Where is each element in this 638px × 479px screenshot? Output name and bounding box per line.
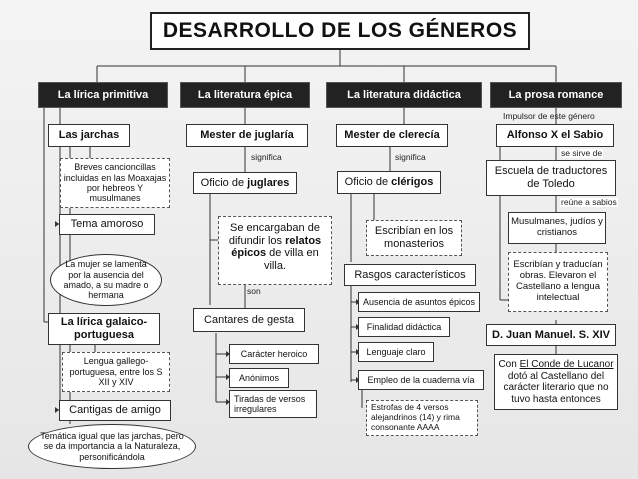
mester-juglaria-box: Mester de juglaría — [186, 124, 308, 147]
anonimos-box: Anónimos — [229, 368, 289, 388]
oficio-juglares-bold: juglares — [247, 176, 290, 189]
oficio-juglares-prefix: Oficio de — [200, 176, 248, 189]
header-literatura-didactica: La literatura didáctica — [326, 82, 482, 108]
finalidad-didactica-box: Finalidad didáctica — [358, 317, 450, 337]
escribian-traducian-description: Escribían y traducían obras. Elevaron el… — [508, 252, 608, 312]
escuela-traductores-box: Escuela de traductores de Toledo — [486, 160, 616, 196]
header-prosa-romance: La prosa romance — [490, 82, 622, 108]
impulsor-label: Impulsor de este género — [503, 111, 595, 121]
significa-label-didactica: significa — [395, 152, 426, 162]
caracter-heroico-box: Carácter heroico — [229, 344, 319, 364]
tematica-oval: Temática igual que las jarchas, pero se … — [28, 424, 196, 469]
conde-suffix: dotó al Castellano del carácter literari… — [503, 370, 609, 405]
estrofas-description: Estrofas de 4 versos alejandrinos (14) y… — [366, 400, 478, 436]
mujer-lamenta-oval: La mujer se lamenta por la ausencia del … — [50, 254, 162, 306]
oficio-juglares-box: Oficio de juglares — [193, 172, 297, 194]
encargaban-description: Se encargaban de difundir los relatos ép… — [218, 216, 332, 285]
conde-lucanor-description: Con El Conde de Lucanor dotó al Castella… — [494, 354, 618, 410]
header-literatura-epica: La literatura épica — [180, 82, 310, 108]
conde-lucanor-link[interactable]: El Conde de Lucanor — [519, 359, 614, 370]
ausencia-asuntos-epicos-box: Ausencia de asuntos épicos — [358, 292, 480, 312]
lirica-galaico-portuguesa-box: La lírica galaico-portuguesa — [48, 313, 160, 345]
encargaban-text-2: de villa en villa. — [263, 247, 319, 272]
alfonso-x-box: Alfonso X el Sabio — [496, 124, 614, 147]
lenguaje-claro-box: Lenguaje claro — [358, 342, 434, 362]
escribian-monasterios-description: Escribían en los monasterios — [366, 220, 462, 256]
juan-manuel-box: D. Juan Manuel. S. XIV — [486, 324, 616, 346]
rasgos-caracteristicos-box: Rasgos característicos — [344, 264, 476, 286]
musulmanes-judios-cristianos-box: Musulmanes, judíos y cristianos — [508, 212, 606, 244]
cantigas-de-amigo-box: Cantigas de amigo — [59, 400, 171, 421]
oficio-clerigos-box: Oficio de clérigos — [337, 171, 441, 194]
encargaban-bold: relatos épicos — [231, 234, 322, 260]
tiradas-versos-box: Tiradas de versos irregulares — [229, 390, 317, 418]
conde-prefix: Con — [498, 359, 520, 370]
jarchas-box: Las jarchas — [48, 124, 130, 147]
reune-sabios-label: reúne a sabios — [560, 197, 618, 208]
jarchas-description: Breves cancioncillas incluidas en las Mo… — [60, 158, 170, 208]
lengua-gallego-portuguesa-description: Lengua gallego-portuguesa, entre los S X… — [62, 352, 170, 392]
son-label: son — [247, 286, 261, 296]
cuaderna-via-box: Empleo de la cuaderna vía — [358, 370, 484, 390]
significa-label-epica: significa — [251, 152, 282, 162]
tema-amoroso-box: Tema amoroso — [59, 214, 155, 235]
mester-clerecia-box: Mester de clerecía — [336, 124, 448, 147]
oficio-clerigos-prefix: Oficio de — [344, 176, 392, 189]
cantares-de-gesta-box: Cantares de gesta — [193, 308, 305, 332]
se-sirve-label: se sirve de — [560, 148, 604, 159]
header-lirica-primitiva: La lírica primitiva — [38, 82, 168, 108]
oficio-clerigos-bold: clérigos — [391, 176, 434, 189]
page-title: DESARROLLO DE LOS GÉNEROS — [150, 12, 530, 50]
encargaban-text-1: Se encargaban de difundir los — [228, 222, 320, 247]
